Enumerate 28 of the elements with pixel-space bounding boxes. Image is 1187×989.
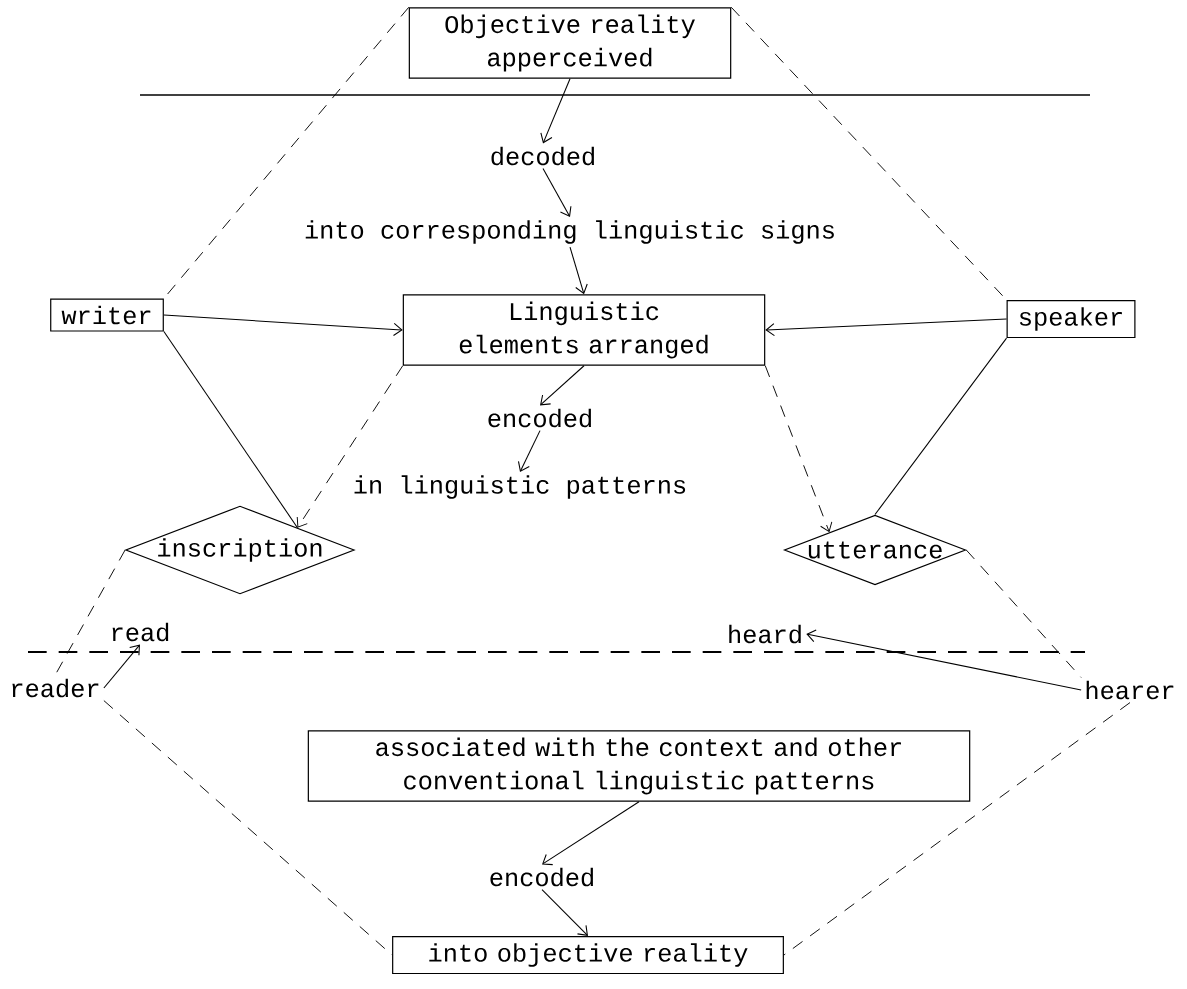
text-label: decoded xyxy=(491,146,594,166)
arrow xyxy=(103,644,140,689)
text-label: encoded xyxy=(490,867,593,887)
arrow xyxy=(764,365,833,532)
arrow xyxy=(541,889,588,936)
text-box: speaker xyxy=(1006,299,1136,339)
arrow xyxy=(542,168,572,217)
arrow xyxy=(806,629,1082,691)
text-label: in linguistic patterns xyxy=(354,475,686,499)
text-label: reader xyxy=(12,678,99,698)
text-box: Linguistic elements arranged xyxy=(402,294,766,366)
text-box: writer xyxy=(50,298,164,332)
text-box: Objective reality apperceived xyxy=(408,7,732,79)
text-box: into objective reality xyxy=(392,935,784,975)
arrow xyxy=(765,318,1008,337)
arrow xyxy=(569,246,588,295)
text-label: encoded xyxy=(488,408,591,428)
text-label: read xyxy=(112,622,169,642)
text-label: heard xyxy=(729,624,801,644)
arrow xyxy=(540,78,571,144)
text-label: into corresponding linguistic signs xyxy=(305,220,834,244)
arrow xyxy=(517,430,541,472)
text-label: hearer xyxy=(1086,680,1174,700)
arrow xyxy=(296,365,404,528)
arrow xyxy=(163,314,403,336)
arrow xyxy=(540,365,585,406)
arrow xyxy=(542,801,640,866)
text-box: associated with the context and other conventional linguistic patterns xyxy=(307,730,971,802)
